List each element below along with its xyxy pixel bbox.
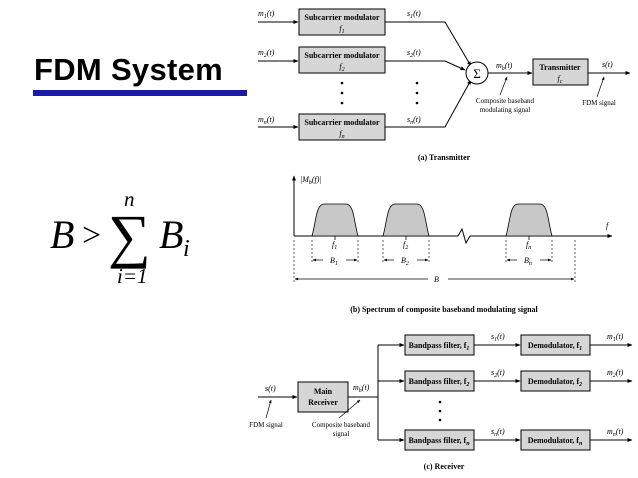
transmitter-output: s(t) <box>602 60 613 69</box>
formula-term-subscript: i <box>183 236 190 262</box>
total-band-label: B <box>434 275 439 284</box>
modulator-row-1: m1(t) Subcarrier modulator f1 s1(t) <box>258 8 472 67</box>
formula-term: B <box>159 212 183 257</box>
transmitter-label: Transmitter <box>539 63 581 72</box>
receiver-baseband-note-line1: Composite baseband <box>312 421 371 429</box>
band-label-n: Bn <box>524 256 532 267</box>
title-underline <box>33 90 247 96</box>
spectrum-caption: (b) Spectrum of composite baseband modul… <box>350 305 538 314</box>
spectrum-peak-2 <box>382 203 430 237</box>
baseband-signal-label: mb(t) <box>496 61 513 72</box>
formula-relation: > <box>82 217 101 254</box>
spectrum-diagram: |Mb(f)| f f1 f2 fn B1 B2 Bn <box>292 175 613 314</box>
receiver-branch-1: Bandpass filter, f1 s1(t) Demodulator, f… <box>404 332 633 356</box>
main-receiver-line2: Receiver <box>308 398 338 407</box>
modulator-freq-2: f2 <box>339 62 344 73</box>
receiver-baseband-label: mb(t) <box>353 383 370 394</box>
input-signal-2: m2(t) <box>258 48 275 59</box>
formula-sum-operator: ∑ <box>108 203 151 269</box>
fdm-signal-note-tx: FDM signal <box>582 99 616 107</box>
modulator-label-2: Subcarrier modulator <box>304 51 380 60</box>
transmitter-diagram: m1(t) Subcarrier modulator f1 s1(t) m2(t… <box>258 8 631 162</box>
transmitter-caption: (a) Transmitter <box>418 153 471 162</box>
fdm-signal-note-rx: FDM signal <box>249 421 283 429</box>
bandwidth-formula: B > ∑ n i=1 B i <box>50 187 190 288</box>
formula-lower-limit: i=1 <box>117 264 148 288</box>
formula-upper-limit: n <box>124 187 135 211</box>
modulator-row-2: m2(t) Subcarrier modulator f2 s2(t) <box>258 46 466 74</box>
band-label-1: B1 <box>330 256 338 267</box>
output-signal-2: m2(t) <box>607 368 624 379</box>
branch-signal-1: s1(t) <box>491 332 505 343</box>
spectrum-x-label: f <box>606 221 610 230</box>
demodulator-label-1: Demodulator, f1 <box>528 341 582 352</box>
subcarrier-modulator-2 <box>298 46 386 74</box>
receiver-branch-n: Bandpass filter, fn sn(t) Demodulator, f… <box>404 427 633 451</box>
spectrum-peak-1 <box>311 203 359 237</box>
peak-freq-2: f2 <box>403 240 408 251</box>
input-signal-n: mn(t) <box>258 115 275 126</box>
transmitter-block <box>532 58 589 86</box>
receiver-caption: (c) Receiver <box>424 462 465 471</box>
slide-title: FDM System <box>34 52 224 87</box>
formula-lhs: B <box>50 212 74 257</box>
baseband-note-line1: Composite baseband <box>476 97 535 105</box>
spectrum-y-label: |Mb(f)| <box>300 175 322 186</box>
bandpass-label-n: Bandpass filter, fn <box>408 436 470 447</box>
summer-symbol: Σ <box>473 66 481 81</box>
modulator-label-n: Subcarrier modulator <box>304 118 380 127</box>
receiver-ellipsis-dots <box>438 400 442 422</box>
receiver-branch-2: Bandpass filter, f2 s2(t) Demodulator, f… <box>404 368 633 392</box>
modulator-freq-n: fn <box>339 129 344 140</box>
modulator-freq-1: f1 <box>339 24 344 35</box>
spectrum-peak-n <box>505 203 553 237</box>
band-label-2: B2 <box>401 256 409 267</box>
demodulator-label-2: Demodulator, f2 <box>528 377 582 388</box>
modulator-label-1: Subcarrier modulator <box>304 13 380 22</box>
main-receiver-block <box>297 381 349 413</box>
transmitter-freq: fc <box>558 74 563 85</box>
baseband-note-line2: modulating signal <box>480 106 530 114</box>
output-signal-n: mn(t) <box>607 427 624 438</box>
subcarrier-signal-1: s1(t) <box>407 9 421 20</box>
main-receiver-line1: Main <box>314 387 333 396</box>
subcarrier-signal-n: sn(t) <box>407 115 421 126</box>
bandpass-label-1: Bandpass filter, f1 <box>409 341 470 352</box>
receiver-baseband-note-line2: signal <box>333 430 350 438</box>
input-signal-1: m1(t) <box>258 9 275 20</box>
receiver-diagram: s(t) FDM signal Main Receiver mb(t) Comp… <box>249 332 633 471</box>
demodulator-label-n: Demodulator, fn <box>528 436 583 447</box>
ellipsis-dots <box>340 81 419 105</box>
branch-signal-2: s2(t) <box>491 368 505 379</box>
modulator-row-n: mn(t) Subcarrier modulator fn sn(t) <box>258 79 472 141</box>
subcarrier-signal-2: s2(t) <box>407 48 421 59</box>
branch-signal-n: sn(t) <box>491 427 505 438</box>
bandpass-label-2: Bandpass filter, f2 <box>409 377 470 388</box>
receiver-input-label: s(t) <box>265 384 276 393</box>
output-signal-1: m1(t) <box>607 332 624 343</box>
peak-freq-1: f1 <box>332 240 337 251</box>
subcarrier-modulator-1 <box>298 8 386 36</box>
peak-freq-n: fn <box>526 240 531 251</box>
